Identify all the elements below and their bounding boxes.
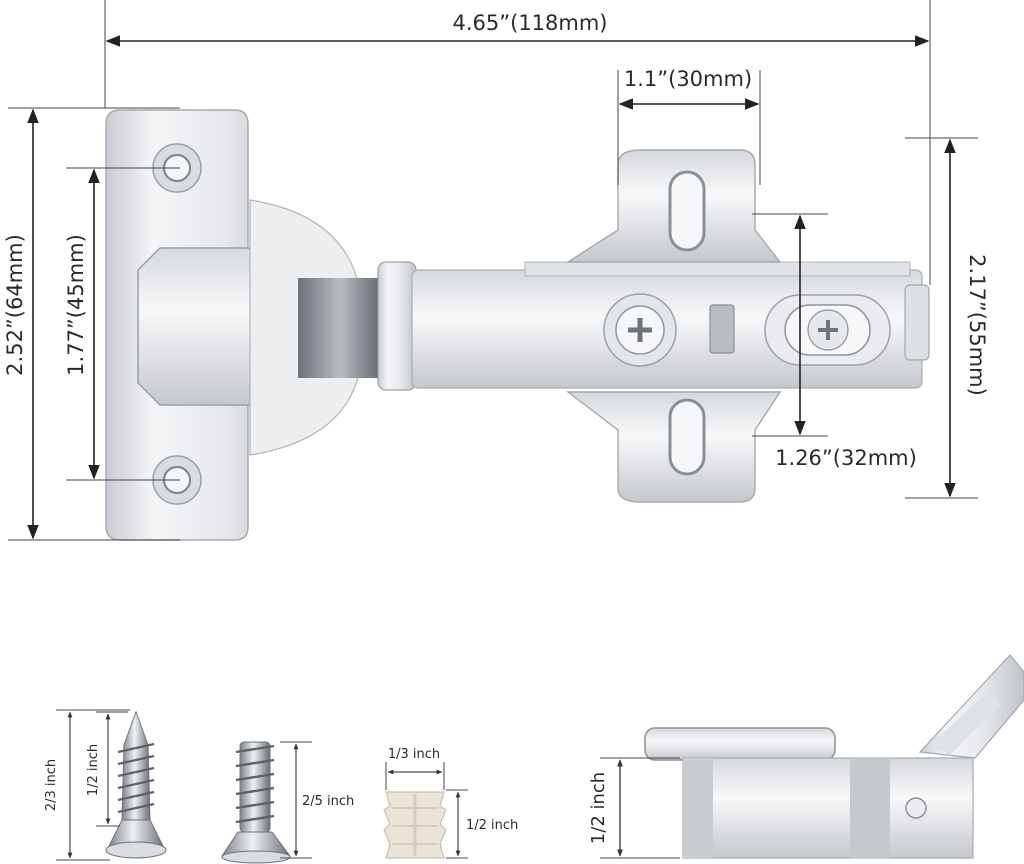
- machine-screw-dims: [280, 741, 312, 859]
- label-height-right: 2.17”(55mm): [965, 254, 989, 396]
- hinge-arm-top-rail: [524, 261, 911, 277]
- arm-adjust-notch: [709, 304, 735, 354]
- label-hole-spacing: 1.77”(45mm): [64, 234, 88, 376]
- dimension-lines: [8, 0, 978, 541]
- door-mounting-hole-top: [152, 143, 202, 193]
- label-wood-screw-total: 2/3 inch: [44, 759, 59, 811]
- label-dowel-width: 1/3 inch: [388, 747, 440, 762]
- hinge-side-view: [644, 654, 1024, 859]
- label-cup-depth: 1/2 inch: [588, 772, 609, 844]
- arm-end-cap: [904, 284, 930, 361]
- label-machine-screw: 2/5 inch: [302, 794, 354, 809]
- cup-depth-dims: [600, 757, 680, 859]
- label-plate-width: 1.1”(30mm): [624, 67, 752, 91]
- arm-screw-right-icon: [764, 294, 891, 366]
- dowel-dims: [385, 762, 468, 859]
- label-dowel-height: 1/2 inch: [466, 818, 518, 833]
- hinge-top-view: [105, 109, 930, 541]
- wood-screw: [105, 710, 167, 859]
- plate-slot-bottom: [668, 398, 706, 476]
- label-overall-width: 4.65”(118mm): [452, 11, 607, 35]
- machine-screw: [221, 741, 291, 864]
- wood-screw-dims: [56, 709, 130, 861]
- plate-slot-top: [668, 170, 706, 252]
- label-height-left: 2.52”(64mm): [3, 234, 27, 376]
- label-slot-spacing: 1.26”(32mm): [775, 446, 917, 470]
- hinge-arm-dark: [298, 278, 383, 378]
- plastic-dowel: [383, 791, 447, 859]
- arm-screw-left-icon: [603, 293, 677, 367]
- hinge-knuckle: [377, 261, 417, 391]
- label-wood-screw-thread: 1/2 inch: [86, 744, 101, 796]
